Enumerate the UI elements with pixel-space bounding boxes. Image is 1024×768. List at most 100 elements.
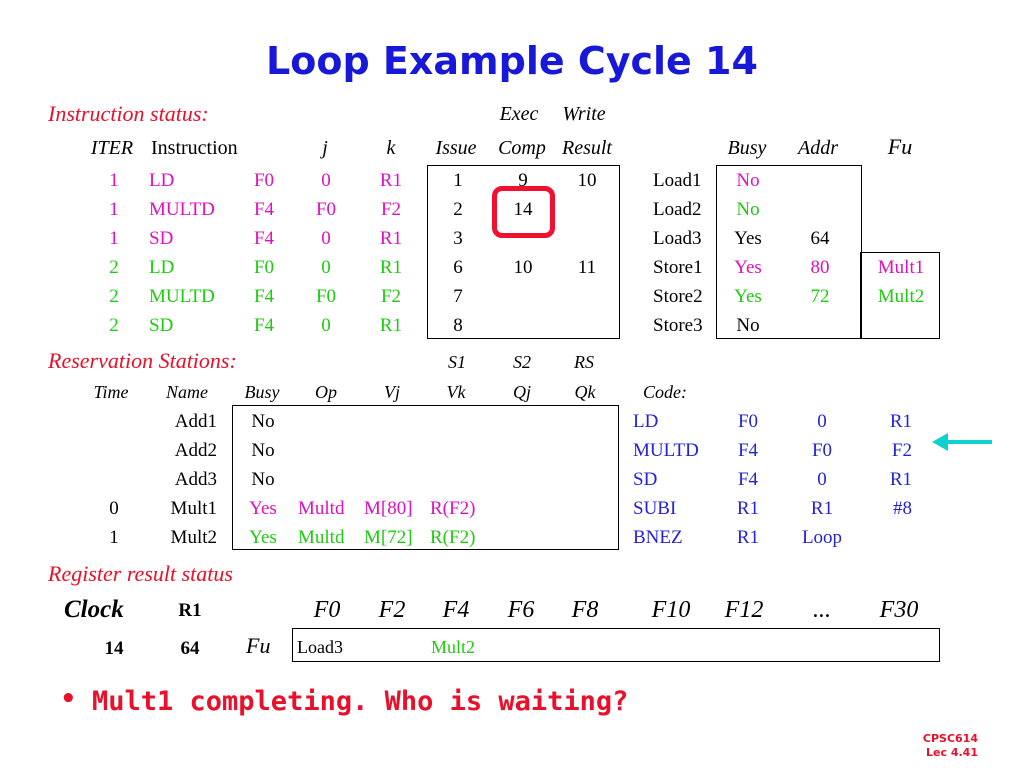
code-op: MULTD	[633, 440, 699, 461]
inst-iter: 1	[109, 170, 119, 191]
rs-op: Multd	[298, 527, 345, 548]
rs-name: Mult2	[170, 527, 217, 548]
register-name: ...	[813, 597, 831, 623]
header-qj: Qj	[513, 382, 531, 402]
rs-op: Multd	[298, 498, 345, 519]
header-j: j	[322, 137, 328, 159]
buffer-busy: No	[736, 170, 760, 191]
code-arg1: R1	[736, 527, 760, 548]
inst-op: MULTD	[149, 199, 215, 220]
buffer-addr: 80	[810, 257, 830, 278]
header-time: Time	[93, 382, 129, 402]
inst-k: R1	[379, 170, 403, 191]
header-s2: S2	[513, 352, 531, 372]
code-arg2: R1	[810, 498, 834, 519]
code-arg1: R1	[736, 498, 760, 519]
header-op: Op	[315, 382, 337, 402]
inst-iter: 2	[109, 257, 119, 278]
inst-dst: F4	[253, 315, 275, 336]
inst-issue: 8	[453, 315, 463, 336]
inst-comp: 14	[513, 199, 533, 220]
inst-iter: 2	[109, 286, 119, 307]
buffer-name: Store3	[653, 315, 703, 336]
register-name: F0	[313, 597, 341, 623]
code-arg3: R1	[889, 469, 912, 490]
inst-j: F0	[315, 199, 337, 220]
inst-result: 11	[577, 257, 597, 278]
store-fu-box	[860, 252, 940, 339]
rs-busy: No	[251, 469, 275, 490]
inst-dst: F4	[253, 228, 275, 249]
buffer-name: Load3	[653, 228, 702, 249]
buffer-addr: 72	[810, 286, 830, 307]
footer-course: CPSC614	[922, 732, 978, 745]
register-status-label: Register result status	[48, 561, 233, 586]
register-name: F6	[507, 597, 535, 623]
instruction-status-box	[427, 165, 620, 339]
header-comp: Comp	[498, 137, 546, 159]
code-op: SD	[633, 469, 658, 490]
inst-iter: 1	[109, 228, 119, 249]
inst-issue: 3	[453, 228, 463, 249]
header-name: Name	[166, 382, 208, 402]
code-arg3: R1	[889, 411, 912, 432]
page-title: Loop Example Cycle 14	[266, 39, 758, 83]
inst-comp: 10	[513, 257, 533, 278]
rs-vk: R(F2)	[430, 498, 476, 519]
inst-dst: F4	[253, 286, 275, 307]
buffer-busy: Yes	[734, 228, 762, 249]
inst-j: 0	[321, 228, 331, 249]
inst-issue: 1	[453, 170, 463, 191]
r1-value: 64	[180, 638, 200, 659]
rs-name: Add3	[174, 469, 217, 490]
code-arg3: #8	[893, 498, 912, 519]
load-buffers-box	[716, 165, 862, 339]
inst-k: F2	[380, 286, 402, 307]
register-name: F12	[724, 597, 764, 623]
code-arg2: 0	[817, 411, 827, 432]
rs-busy: Yes	[249, 527, 277, 548]
header-qk: Qk	[574, 382, 596, 402]
current-instruction-arrow-icon	[932, 433, 992, 451]
reservation-stations-box	[232, 405, 619, 550]
rs-busy: Yes	[249, 498, 277, 519]
inst-j: F0	[315, 286, 337, 307]
header-issue: Issue	[435, 137, 477, 159]
inst-iter: 2	[109, 315, 119, 336]
inst-issue: 6	[453, 257, 463, 278]
code-arg3: F2	[891, 440, 912, 461]
header-instruction: Instruction	[151, 137, 238, 159]
rs-name: Mult1	[170, 498, 217, 519]
header-result: Result	[562, 137, 612, 159]
inst-issue: 2	[453, 199, 463, 220]
footer-lecture: Lec 4.41	[926, 746, 978, 759]
buffer-name: Store1	[653, 257, 703, 278]
rs-time: 1	[109, 527, 119, 548]
rs-vj: M[80]	[364, 498, 413, 519]
inst-k: R1	[379, 257, 403, 278]
header-write: Write	[562, 103, 606, 125]
inst-j: 0	[321, 257, 331, 278]
bullet-marker: •	[60, 684, 77, 714]
buffer-busy: Yes	[734, 286, 762, 307]
code-arg1: F0	[737, 411, 759, 432]
code-label: Code:	[643, 382, 687, 402]
header-iter: ITER	[90, 137, 134, 159]
reservation-stations-label: Reservation Stations:	[48, 348, 237, 373]
header-busy-rs: Busy	[244, 382, 280, 402]
inst-j: 0	[321, 315, 331, 336]
header-fu: Fu	[887, 134, 913, 159]
header-busy: Busy	[727, 137, 767, 159]
code-arg1: F4	[737, 469, 759, 490]
inst-dst: F4	[253, 199, 275, 220]
inst-issue: 7	[453, 286, 463, 307]
rs-vj: M[72]	[364, 527, 413, 548]
buffer-name: Load1	[653, 170, 702, 191]
header-addr: Addr	[798, 137, 838, 159]
register-name: F30	[879, 597, 919, 623]
rs-busy: No	[251, 440, 275, 461]
buffer-busy: Yes	[734, 257, 762, 278]
inst-j: 0	[321, 170, 331, 191]
code-arg2: F0	[811, 440, 833, 461]
register-name: F4	[442, 597, 470, 623]
